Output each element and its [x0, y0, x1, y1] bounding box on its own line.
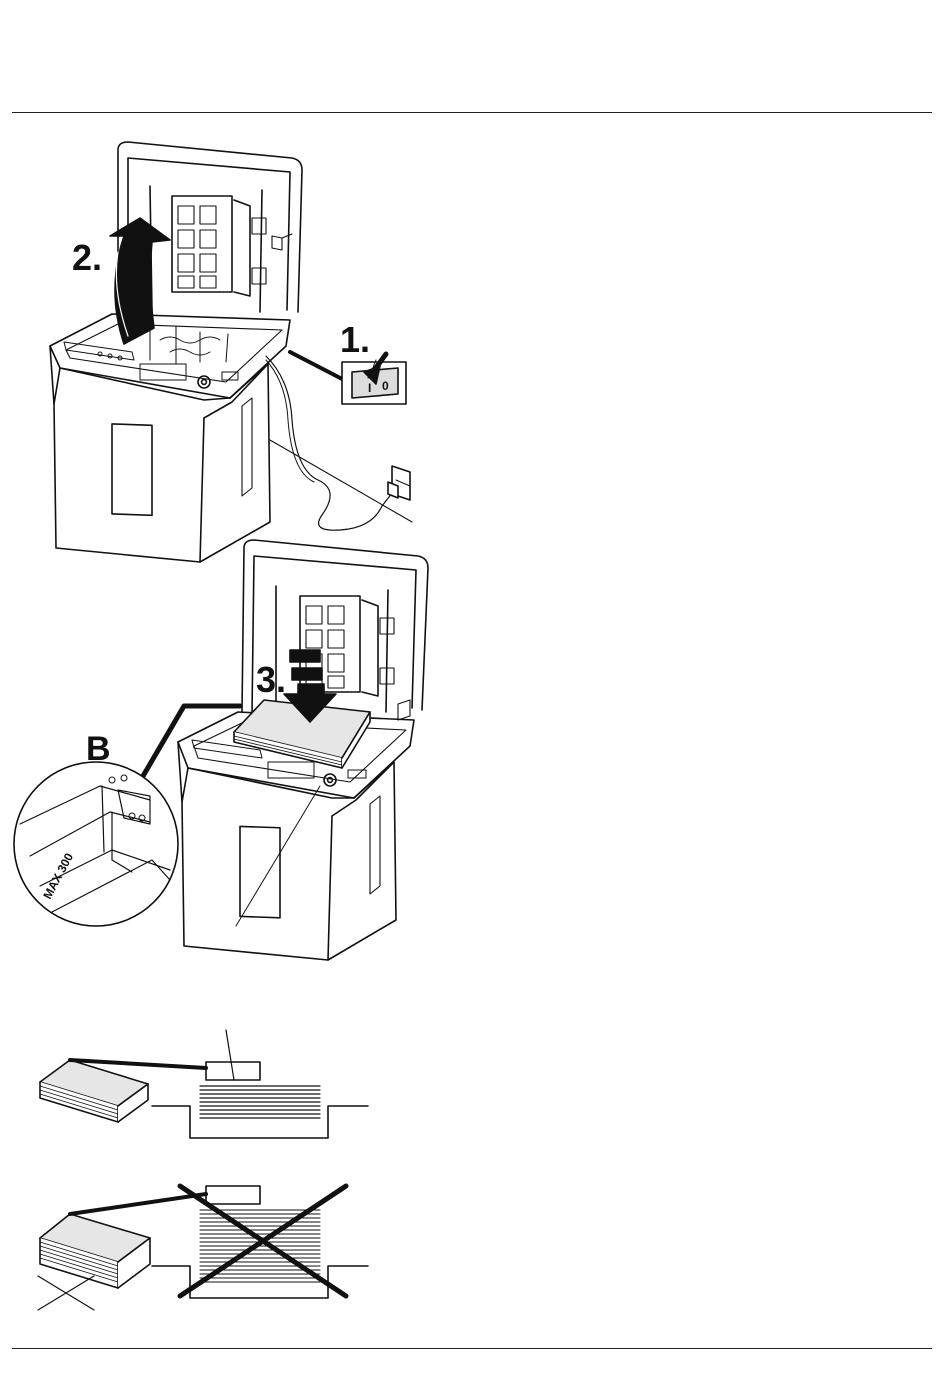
detail-b-label: B — [86, 730, 111, 768]
small-cross-mark — [38, 1276, 94, 1310]
window-slot — [112, 424, 152, 515]
incorrect-load-diagram — [38, 1186, 368, 1310]
step-2-label: 2. — [72, 237, 102, 278]
step-3-label: 3. — [256, 659, 286, 700]
paper-lines-ok — [200, 1086, 320, 1118]
step-1-label: 1. — [340, 319, 370, 360]
cutter-block — [172, 196, 266, 296]
switch-on-symbol: I — [368, 381, 371, 395]
window-slot-2 — [240, 826, 280, 917]
detail-b-callout: MAX 300 — [14, 706, 240, 926]
cutter-block-2 — [300, 596, 394, 696]
shredder-load-paper — [178, 540, 428, 960]
switch-off-symbol: 0 — [382, 379, 389, 393]
big-cross-mark — [180, 1186, 346, 1296]
correct-load-diagram — [40, 1030, 368, 1138]
wall-socket — [388, 466, 410, 500]
control-panel — [64, 342, 238, 388]
